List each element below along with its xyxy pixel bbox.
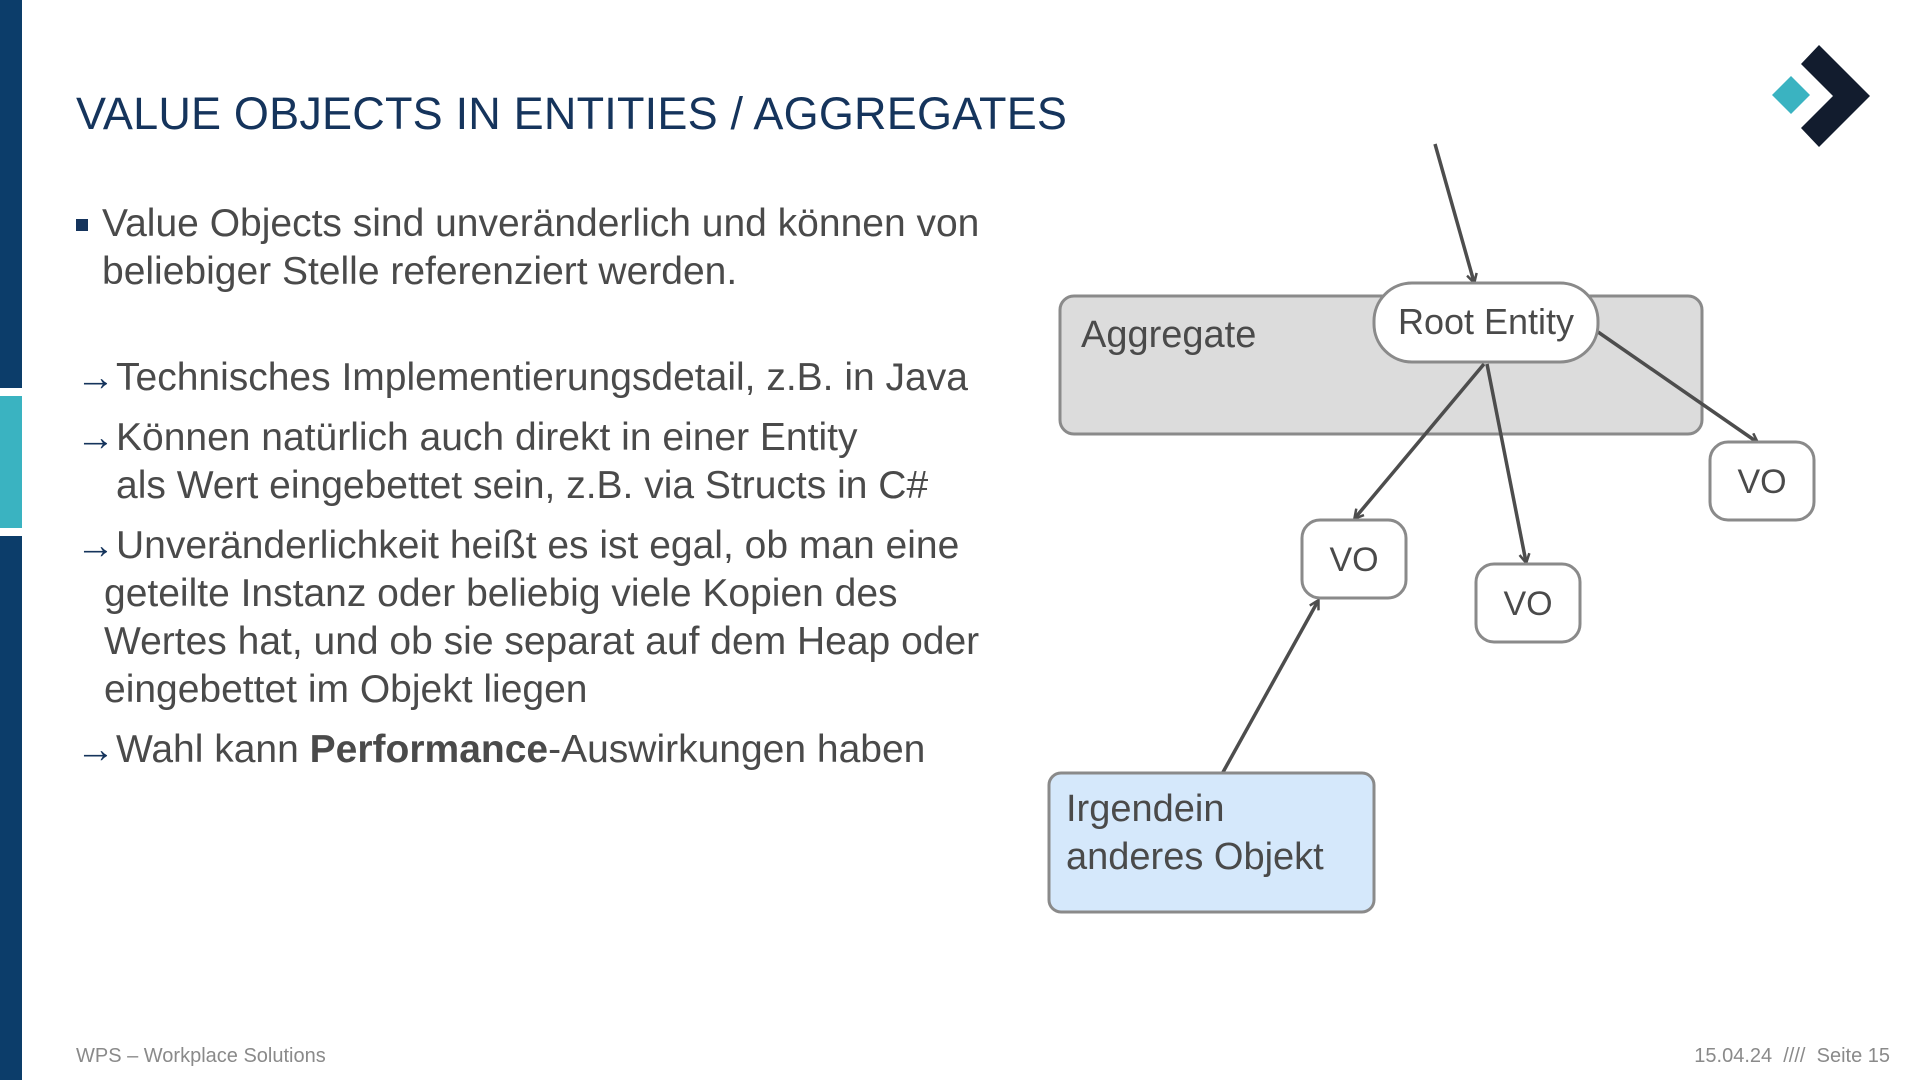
sidebar-stripe-bottom [0,536,22,1080]
square-bullet-icon [76,219,88,231]
other-object-line-1: Irgendein [1066,788,1224,830]
arrow-item-3-line-4: eingebettet im Objekt liegen [104,668,588,711]
arrow-item-4: → Wahl kann Performance-Auswirkungen hab… [76,726,1036,774]
bullet-item: Value Objects sind unveränderlich und kö… [76,200,1036,296]
vo-node-right [1708,440,1816,522]
arrow-item-1: → Technisches Implementierungsdetail, z.… [76,354,1036,402]
vo-middle-label: VO [1503,585,1552,623]
arrow-item-4-suffix: -Auswirkungen haben [548,728,926,771]
sidebar-stripe-top [0,0,22,388]
arrow-item-2-line-1: Können natürlich auch direkt in einer En… [116,416,858,459]
right-arrow-icon: → [76,524,115,567]
bullet-line-2: beliebiger Stelle referenziert werden. [102,250,738,293]
arrow-item-3-line-3: Wertes hat, und ob sie separat auf dem H… [104,620,980,663]
footer-page-info: 15.04.24 //// Seite 15 [1694,1045,1890,1068]
arrow-item-4-emphasis: Performance [309,728,549,771]
right-arrow-icon: → [76,416,115,459]
arrow-item-2-line-2: als Wert eingebettet sein, z.B. via Stru… [116,464,929,507]
other-object-line-2: anderes Objekt [1066,836,1324,878]
other-object-node [1047,771,1376,914]
arrow-item-2: → Können natürlich auch direkt in einer … [76,414,1036,510]
footer-company: WPS – Workplace Solutions [76,1045,326,1067]
logo-chevron-shape [1801,45,1870,147]
root-to-vo-left-arrow [1355,362,1486,518]
company-logo-icon [1772,45,1870,147]
other-to-vo-left-arrow [1220,601,1318,775]
footer-separator: //// [1783,1045,1806,1067]
root-entity-label: Root Entity [1398,301,1574,342]
root-entity-node [1372,281,1600,364]
slide-body: Value Objects sind unveränderlich und kö… [76,200,1036,774]
footer-page-number: Seite 15 [1816,1045,1890,1067]
arrow-item-3: → Unveränderlichkeit heißt es ist egal, … [76,522,1036,714]
vo-left-label: VO [1329,541,1378,579]
footer-date: 15.04.24 [1694,1045,1773,1067]
slide-title: VALUE OBJECTS IN ENTITIES / AGGREGATES [76,88,1068,140]
vo-node-middle [1474,562,1582,644]
bullet-line-1: Value Objects sind unveränderlich und kö… [102,202,980,245]
arrow-item-3-line-1: Unveränderlichkeit heißt es ist egal, ob… [116,524,960,567]
arrow-item-4-prefix: Wahl kann [116,728,310,771]
vo-node-left [1300,518,1408,600]
arrow-item-3-line-2: geteilte Instanz oder beliebig viele Kop… [104,572,898,615]
arrow-item-4-text: Wahl kann Performance-Auswirkungen haben [116,726,925,774]
right-arrow-icon: → [76,356,115,399]
root-to-vo-middle-arrow [1485,363,1526,562]
right-arrow-icon: → [76,728,115,771]
vo-right-label: VO [1737,463,1786,501]
root-to-vo-right-arrow [1597,330,1757,442]
sidebar-stripe-accent [0,396,22,528]
arrow-item-1-text: Technisches Implementierungsdetail, z.B.… [116,356,968,399]
logo-diamond-shape [1772,76,1810,114]
incoming-reference-arrow [1433,143,1474,282]
aggregate-label: Aggregate [1081,314,1256,356]
